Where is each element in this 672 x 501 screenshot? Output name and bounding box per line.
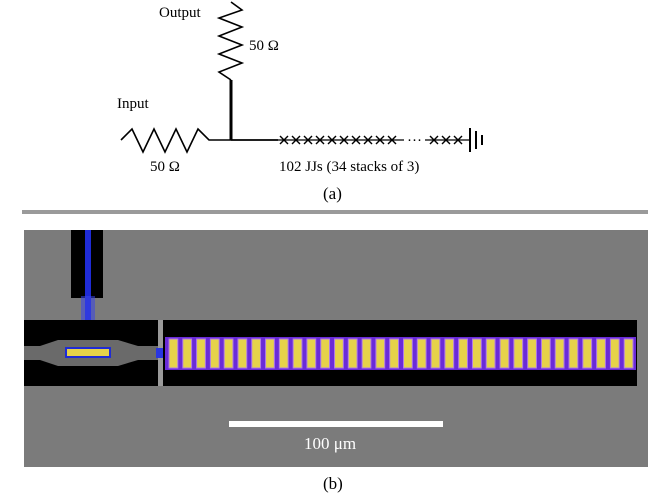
panel-a-label: (a) bbox=[323, 184, 342, 203]
junction-cross-icon bbox=[363, 135, 373, 145]
junction-stack bbox=[375, 338, 386, 369]
panel-b-label: (b) bbox=[323, 474, 343, 493]
junction-stack bbox=[596, 338, 606, 369]
junction-cross-icon bbox=[387, 135, 397, 145]
junction-cross-icon bbox=[351, 135, 361, 145]
junction-stack bbox=[527, 338, 537, 369]
junction-stack bbox=[182, 338, 193, 369]
panel-divider bbox=[22, 210, 648, 214]
micrograph: 100 μm bbox=[24, 230, 648, 467]
junction-cross-icon bbox=[375, 135, 385, 145]
junction-stack bbox=[251, 338, 262, 369]
junction-cross-icon bbox=[279, 135, 289, 145]
junction-stack bbox=[196, 338, 206, 369]
scale-bar-label: 100 μm bbox=[304, 434, 356, 453]
junction-stack bbox=[306, 338, 317, 369]
output-stripline bbox=[85, 230, 91, 350]
junction-cross-icon bbox=[339, 135, 349, 145]
output-label: Output bbox=[159, 5, 202, 21]
jj-label: 102 JJs (34 stacks of 3) bbox=[279, 159, 419, 175]
junction-stack bbox=[403, 338, 413, 369]
junction-stack bbox=[278, 338, 289, 369]
output-resistor-label: 50 Ω bbox=[249, 38, 279, 54]
junction-stack bbox=[209, 338, 220, 369]
junction-cross-icon bbox=[315, 135, 325, 145]
junction-stack bbox=[540, 338, 551, 369]
junction-stack bbox=[623, 338, 634, 369]
coupling-line bbox=[156, 348, 164, 358]
junction-stack bbox=[168, 338, 179, 369]
scale-bar bbox=[229, 421, 443, 427]
junction-stack bbox=[430, 338, 441, 369]
junction-stack bbox=[389, 338, 399, 369]
junction-stack bbox=[458, 338, 468, 369]
input-pad bbox=[65, 347, 111, 358]
junction-stack bbox=[499, 338, 510, 369]
junction-array-backing bbox=[165, 337, 636, 370]
junction-stack bbox=[361, 338, 372, 369]
input-resistor-label: 50 Ω bbox=[150, 159, 180, 175]
junction-stack bbox=[444, 338, 455, 369]
junction-stack bbox=[347, 338, 358, 369]
junction-stack bbox=[223, 338, 234, 369]
output-resistor-symbol bbox=[216, 1, 245, 81]
junction-stack bbox=[320, 338, 331, 369]
ellipsis-label: ··· bbox=[407, 133, 422, 149]
junction-stack bbox=[471, 338, 482, 369]
junction-stack bbox=[416, 338, 427, 369]
junction-stack bbox=[292, 338, 303, 369]
junction-stack bbox=[334, 338, 344, 369]
junction-stack bbox=[265, 338, 275, 369]
junction-stack bbox=[485, 338, 496, 369]
junction-stack bbox=[513, 338, 524, 369]
schematic: Output 50 Ω Input 50 Ω ··· 102 JJs (34 s… bbox=[117, 1, 483, 203]
junction-stack bbox=[554, 338, 565, 369]
input-label: Input bbox=[117, 96, 149, 112]
ground-icon bbox=[469, 128, 483, 152]
junction-stack bbox=[582, 338, 593, 369]
junction-cross-icon bbox=[327, 135, 337, 145]
junction-cross-icon bbox=[291, 135, 301, 145]
junction-stack bbox=[237, 338, 248, 369]
junction-stack bbox=[568, 338, 579, 369]
junction-cross-icon bbox=[303, 135, 313, 145]
junction-stacks bbox=[168, 338, 634, 369]
input-resistor-symbol bbox=[120, 127, 231, 154]
junction-stack bbox=[609, 338, 620, 369]
